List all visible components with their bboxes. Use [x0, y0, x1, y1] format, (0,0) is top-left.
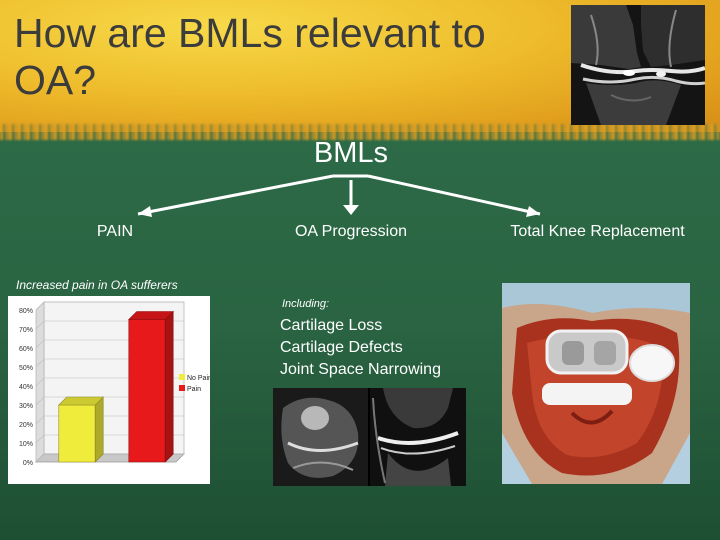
chart-y-tick-label: 0% [23, 460, 33, 467]
chart-bar-no-pain-side [94, 396, 104, 463]
arrow-to-pain [137, 174, 334, 216]
consequence-item: Cartilage Loss [280, 317, 383, 334]
chart-y-tick-label: 70% [19, 327, 33, 334]
consequence-item: Joint Space Narrowing [280, 361, 441, 378]
chart-y-tick-label: 30% [19, 403, 33, 410]
consequence-item: Cartilage Defects [280, 339, 403, 356]
chart-bar-no-pain-top [58, 396, 104, 406]
arrow-to-tkr [367, 174, 541, 216]
knee-mri-image [571, 5, 705, 125]
chart-gridline [35, 301, 184, 311]
bmls-hub-label: BMLs [313, 137, 389, 169]
chart-y-tick-label: 80% [19, 308, 33, 315]
chart-bar-pain-top [128, 311, 174, 320]
branch-label-total-knee-replacement: Total Knee Replacement [510, 223, 685, 240]
chart-bar-pain-side [164, 310, 174, 463]
chart-y-tick-label: 40% [19, 384, 33, 391]
branch-label-pain: PAIN [96, 223, 134, 240]
progression-consequences-list: Cartilage Loss Cartilage Defects Joint S… [280, 315, 441, 381]
chart-y-tick-label: 10% [19, 441, 33, 448]
progression-intro: Including: [282, 298, 330, 310]
chart-bar-pain [128, 319, 166, 463]
chart-legend-swatch [179, 374, 185, 380]
pain-note: Increased pain in OA sufferers [16, 278, 178, 292]
chart-legend-swatch [179, 385, 185, 391]
chart-legend-label: Pain [187, 386, 201, 393]
chart-y-tick-label: 60% [19, 346, 33, 353]
knee-mri-pair-image [273, 388, 466, 486]
branch-label-oa-progression: OA Progression [294, 223, 408, 240]
chart-bar-no-pain [58, 404, 96, 463]
chart-legend-label: No Pain [187, 375, 210, 382]
banner-edge [0, 124, 720, 140]
chart-y-tick-label: 20% [19, 422, 33, 429]
chart-y-tick-label: 50% [19, 365, 33, 372]
slide-title: How are BMLs relevant to OA? [14, 10, 486, 103]
total-knee-replacement-photo [502, 283, 690, 484]
